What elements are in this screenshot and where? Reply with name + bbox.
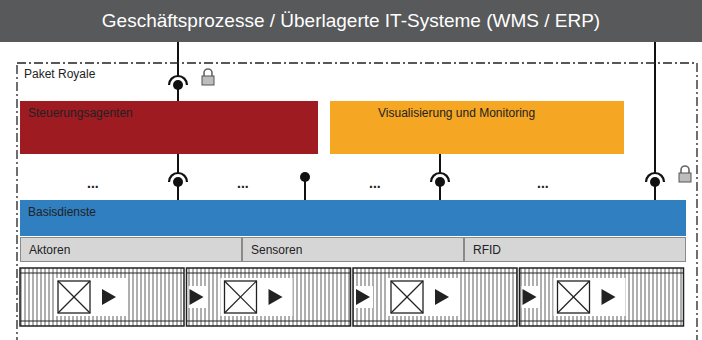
node-text: RFID	[473, 244, 501, 258]
conveyor-belt	[20, 268, 684, 326]
ball-symbol	[173, 177, 183, 187]
node-text: Sensoren	[251, 244, 302, 258]
package-region: Paket RoyaleSteuerungsagenten Visualisier…	[16, 62, 698, 340]
lock-icon	[202, 69, 214, 85]
service-band: Basisdienste	[20, 200, 686, 236]
agent-box: Steuerungsagenten	[20, 101, 318, 154]
node-text: Aktoren	[29, 244, 70, 258]
conveyor-segment	[520, 268, 684, 326]
ellipsis-label: ...	[86, 176, 100, 190]
ellipsis-label: ...	[368, 176, 382, 190]
ellipsis-label: ...	[236, 176, 250, 190]
rfid-cell: RFID	[464, 237, 686, 262]
connector-line	[177, 42, 179, 101]
interface-connector	[431, 154, 449, 200]
ball-symbol	[173, 80, 183, 90]
conveyor-segment	[187, 268, 351, 326]
lock-icon	[679, 166, 691, 182]
interface-connector	[169, 42, 214, 101]
ball-symbol	[650, 177, 660, 187]
monitoring-box: Visualisierung und Monitoring	[330, 101, 624, 154]
interface-connector	[646, 42, 691, 200]
interface-connector	[169, 154, 187, 200]
ellipsis-label: ...	[536, 176, 550, 190]
node-text: Steuerungsagenten	[28, 107, 133, 121]
node-text: Visualisierung und Monitoring	[338, 107, 575, 121]
node-text: Basisdienste	[28, 206, 96, 220]
conveyor-segment	[353, 268, 517, 326]
node-text: Geschäftsprozesse / Überlagerte IT-Syste…	[102, 10, 600, 32]
ball-symbol	[435, 177, 445, 187]
sensor-cell: Sensoren	[242, 237, 464, 262]
system-bar: Geschäftsprozesse / Überlagerte IT-Syste…	[0, 0, 702, 42]
interface-lollipop	[300, 172, 310, 200]
node-text: Paket Royale	[24, 68, 95, 82]
actor-cell: Aktoren	[20, 237, 242, 262]
conveyor-segment	[20, 268, 184, 326]
